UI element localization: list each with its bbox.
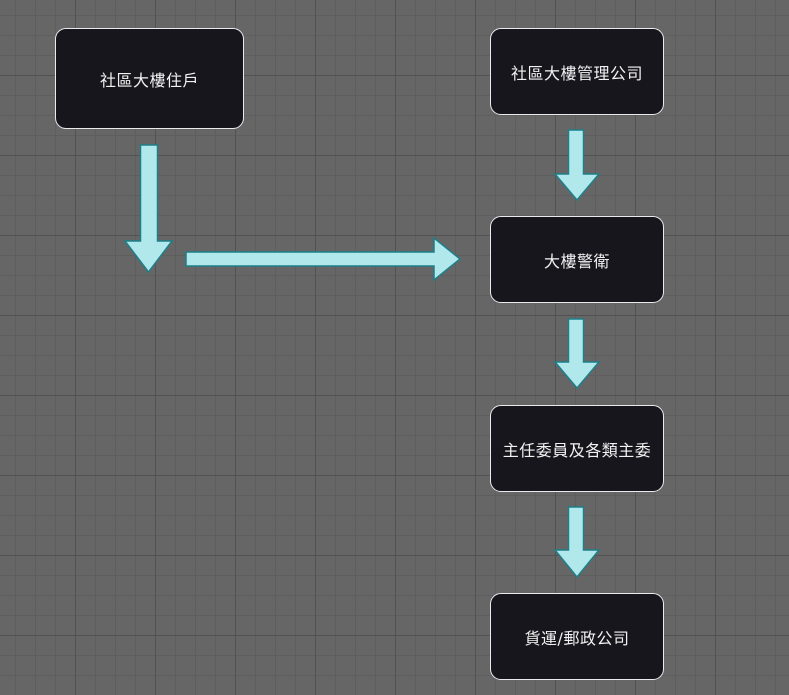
arrow-management-to-guard [553,129,601,202]
node-residents-label: 社區大樓住戶 [99,70,199,90]
node-delivery-postal-label: 貨運/郵政公司 [524,628,630,648]
arrow-guard-to-committee [553,318,601,390]
node-committee-chairs-label: 主任委員及各類主委 [502,440,652,460]
arrow-committee-to-delivery [553,506,601,579]
node-committee-chairs[interactable]: 主任委員及各類主委 [490,405,664,492]
arrow-down-residents [123,144,174,274]
node-building-guard-label: 大樓警衛 [543,251,610,271]
node-building-guard[interactable]: 大樓警衛 [490,216,664,303]
node-management-company-label: 社區大樓管理公司 [510,63,643,83]
node-residents[interactable]: 社區大樓住戶 [55,28,244,129]
arrow-right-to-guard [185,236,462,282]
node-management-company[interactable]: 社區大樓管理公司 [490,28,664,115]
node-delivery-postal[interactable]: 貨運/郵政公司 [490,593,664,680]
